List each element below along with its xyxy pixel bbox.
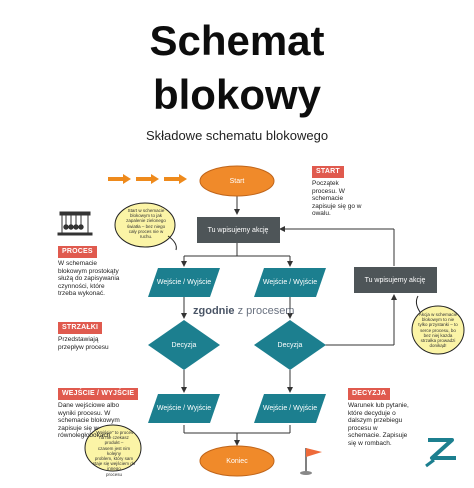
logo-icon: [425, 438, 456, 468]
decision-left-label: Decyzja: [172, 342, 197, 349]
connectors: [181, 196, 397, 446]
process-top-label: Tu wpisujemy akcję: [208, 227, 269, 234]
start-oval: [199, 165, 275, 197]
tag-decyzja: DECYZJA: [348, 388, 391, 400]
newtons-cradle-icon: [57, 211, 93, 236]
process-box-side: [354, 267, 437, 293]
io-left-label: Wejście / Wyjście: [157, 279, 211, 286]
io-box-left: [148, 268, 220, 297]
decision-right-label: Decyzja: [278, 342, 303, 349]
io-right-label: Wejście / Wyjście: [263, 279, 317, 286]
tag-proces: PROCES: [58, 246, 97, 258]
tag-start: START: [312, 166, 344, 178]
flag-icon: [300, 448, 322, 475]
io-bottom-right-label: Wejście / Wyjście: [263, 405, 317, 412]
io-box-bottom-left: [148, 394, 220, 423]
process-side-label: Tu wpisujemy akcję: [365, 277, 426, 284]
tag-wejscie-wyjscie: WEJŚCIE / WYJŚCIE: [58, 388, 139, 400]
io-bottom-left-label: Wejście / Wyjście: [157, 405, 211, 412]
subtitle: Składowe schematu blokowego: [145, 128, 329, 143]
process-box-top: [197, 217, 280, 243]
tag-strzalki: STRZAŁKI: [58, 322, 103, 334]
end-label: Koniec: [226, 458, 248, 465]
decision-diamond-left: [148, 320, 220, 370]
end-oval: [199, 445, 275, 477]
start-label: Start: [230, 178, 245, 185]
title-line-1: Schemat: [149, 17, 325, 64]
io-box-bottom-right: [254, 394, 326, 423]
note-bubble-left-bottom: [84, 424, 142, 472]
note-bubble-right: [411, 305, 465, 355]
io-box-right: [254, 268, 326, 297]
title-line-2: blokowy: [152, 71, 322, 118]
decision-diamond-right: [254, 320, 326, 370]
arrows-icon: [108, 174, 187, 184]
note-bubble-left-top: [114, 202, 176, 248]
brand-text: zgodnie z procesem: [193, 305, 295, 317]
